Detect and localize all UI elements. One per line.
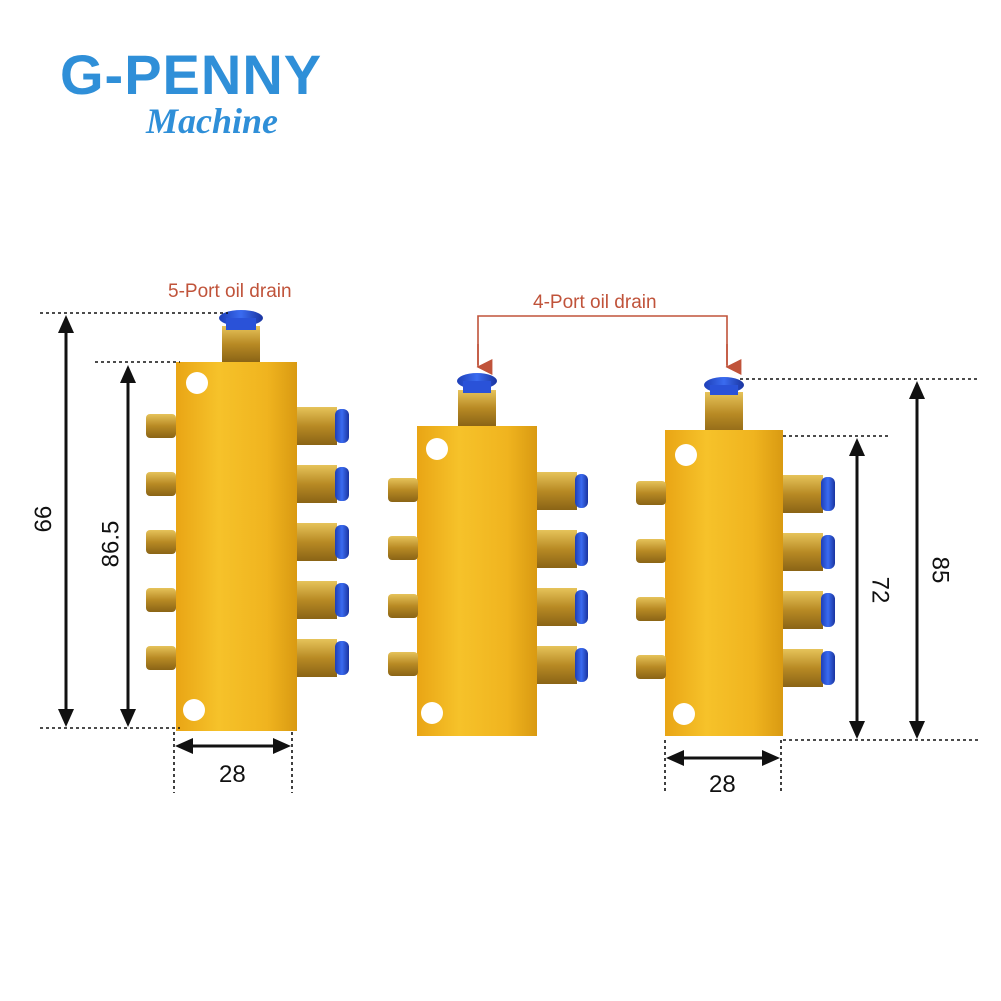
right-dimension-arrows — [666, 381, 925, 766]
dim-right-width: 28 — [709, 771, 736, 798]
manifold-body — [176, 362, 297, 731]
mount-hole — [183, 699, 205, 721]
four-port-callout-bracket — [476, 315, 742, 375]
dim-right-body-height: 72 — [866, 576, 894, 604]
five-port-label: 5-Port oil drain — [168, 281, 292, 302]
four-port-manifold-right — [636, 377, 835, 736]
outlet-fittings — [297, 407, 349, 677]
dim-left-width: 28 — [219, 761, 246, 788]
left-dimension-arrows — [58, 315, 291, 754]
brand-title: G-PENNY — [60, 43, 323, 106]
right-dimension-lines — [664, 378, 978, 793]
dim-left-total-height: 99 — [28, 505, 56, 533]
dim-left-body-height: 86.5 — [97, 520, 125, 568]
adjust-screws — [146, 414, 176, 670]
four-port-manifold-middle — [388, 373, 588, 736]
five-port-manifold — [146, 310, 349, 731]
dim-right-total-height: 85 — [926, 556, 954, 584]
mount-hole — [186, 372, 208, 394]
brand-subtitle: Machine — [146, 101, 279, 141]
four-port-label: 4-Port oil drain — [533, 292, 657, 313]
brand-logo: G-PENNY Machine — [60, 42, 370, 142]
left-dimension-lines — [40, 312, 293, 793]
top-brass-fitting — [222, 326, 260, 362]
